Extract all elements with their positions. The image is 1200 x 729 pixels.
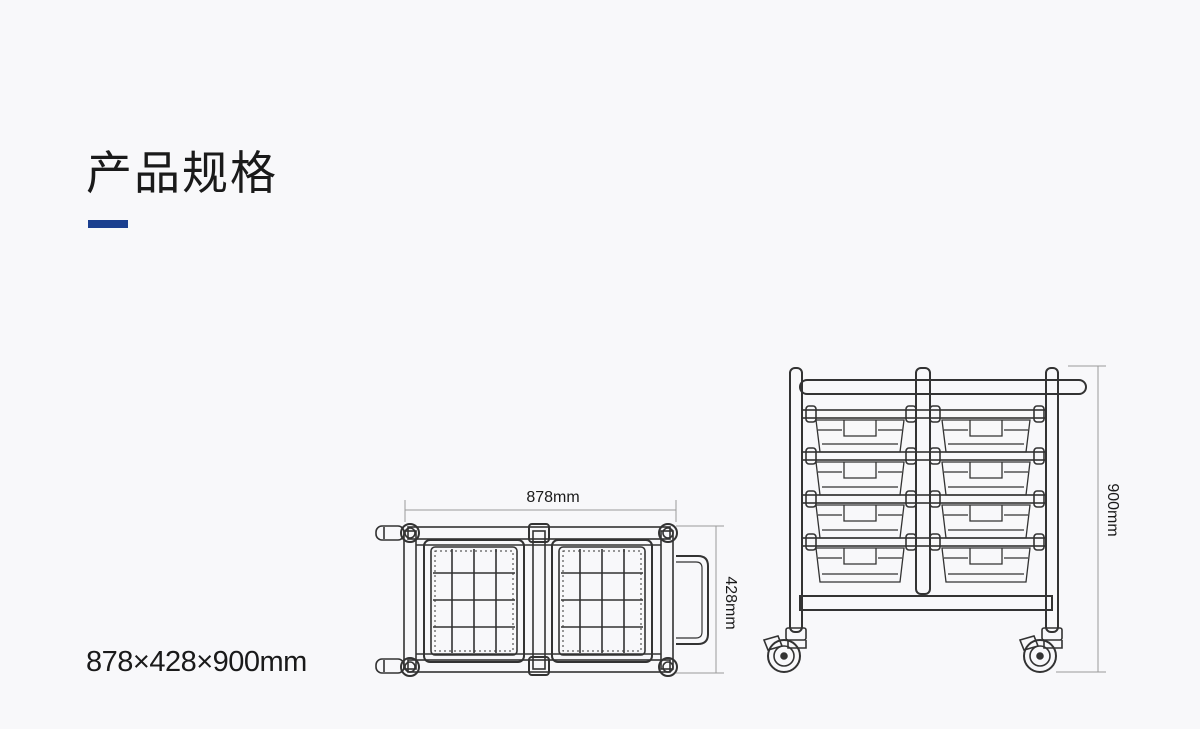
front-view-height-dimension (1056, 365, 1106, 673)
top-view-depth-dimension (676, 525, 724, 674)
title-accent-bar (88, 220, 128, 228)
top-view-mid-post (528, 523, 550, 543)
front-view-bottom-rail (799, 595, 1053, 611)
top-view-frame-middle-rail (532, 530, 546, 670)
top-view-left-bumper-bottom (375, 658, 405, 674)
front-view-caster-right (1018, 635, 1063, 673)
trolley-front-view (762, 367, 1087, 673)
top-view-post (658, 657, 678, 677)
front-view-top-rail (799, 379, 1087, 395)
top-view-basket-left (423, 539, 525, 663)
top-view-depth-label: 428mm (722, 576, 739, 629)
top-view-frame-right-rail (660, 530, 674, 670)
front-view-baskets (815, 419, 1031, 583)
front-view-post-right (1045, 367, 1059, 633)
front-view-post-middle (915, 367, 931, 595)
front-view-post-left (789, 367, 803, 633)
top-view-left-bumper-top (375, 525, 405, 541)
top-view-width-dimension (404, 500, 677, 522)
top-view-width-label: 878mm (526, 489, 579, 506)
top-view-basket-right (551, 539, 653, 663)
top-view-post (400, 657, 420, 677)
top-view-frame-bottom-rail (407, 659, 671, 673)
trolley-top-view (375, 523, 709, 677)
top-view-handle (676, 555, 709, 645)
page-title: 产品规格 (86, 146, 278, 200)
front-view-shelf-rails (801, 409, 1047, 547)
top-view-frame-left-rail (403, 530, 417, 670)
top-view-post (400, 523, 420, 543)
front-view-height-label: 900mm (1104, 483, 1121, 536)
top-view-post (658, 523, 678, 543)
overall-dimensions-text: 878×428×900mm (86, 646, 307, 678)
top-view-frame-top-rail (407, 526, 671, 540)
front-view-caster-left (762, 635, 807, 673)
top-view-mid-post (528, 656, 550, 676)
